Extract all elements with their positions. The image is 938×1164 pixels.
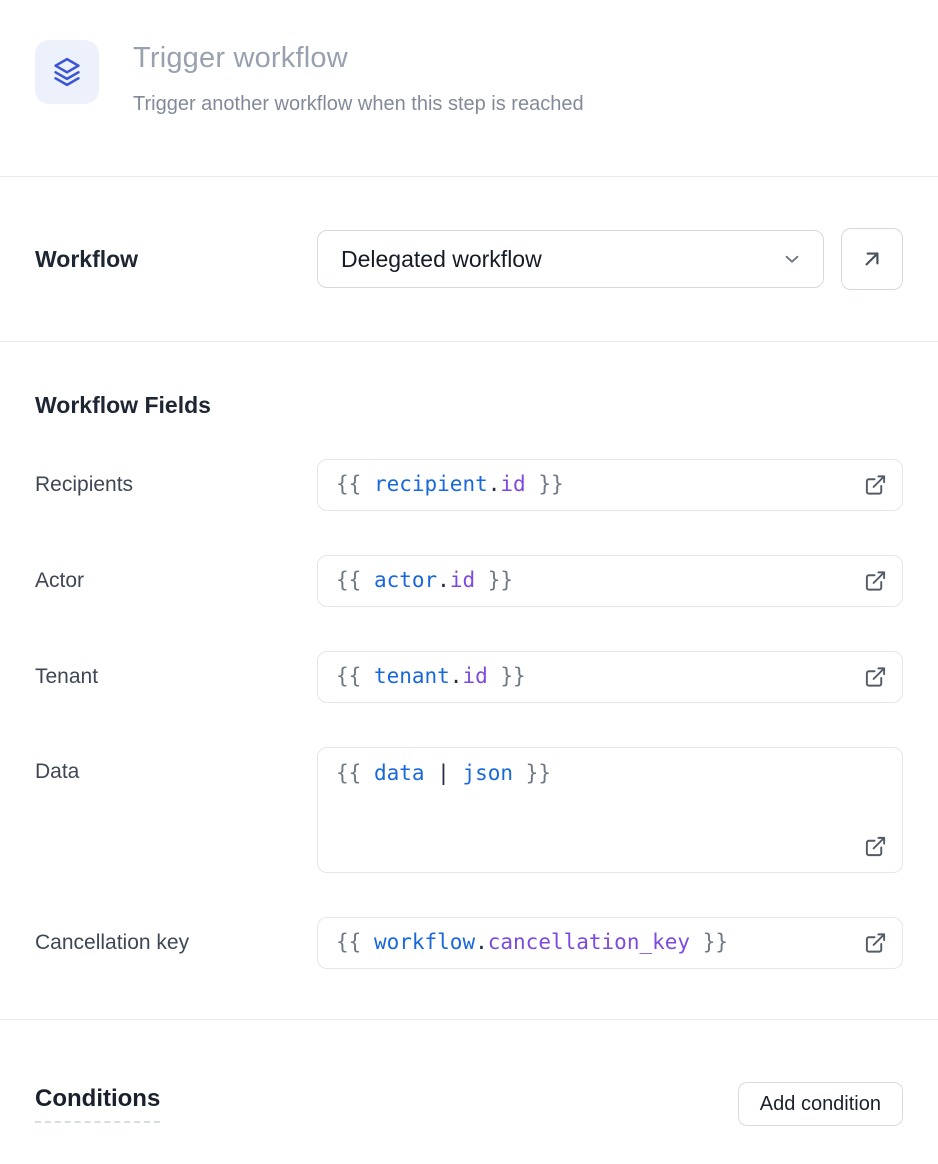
- external-link-icon[interactable]: [864, 474, 887, 497]
- step-subtitle: Trigger another workflow when this step …: [133, 93, 584, 116]
- stack-icon: [35, 40, 99, 104]
- field-template-input[interactable]: {{ actor.id }}: [317, 555, 903, 607]
- field-label: Recipients: [35, 473, 317, 497]
- step-title[interactable]: Trigger workflow: [133, 42, 584, 75]
- template-expression: {{ actor.id }}: [336, 568, 513, 593]
- step-header: Trigger workflow Trigger another workflo…: [0, 0, 938, 177]
- arrow-up-right-icon: [859, 246, 885, 272]
- external-link-icon[interactable]: [864, 932, 887, 955]
- workflow-field-row: Actor {{ actor.id }}: [35, 555, 903, 607]
- template-expression: {{ recipient.id }}: [336, 472, 564, 497]
- chevron-down-icon: [781, 248, 803, 270]
- workflow-select[interactable]: Delegated workflow: [317, 230, 824, 288]
- field-label: Data: [35, 747, 317, 784]
- field-template-input[interactable]: {{ recipient.id }}: [317, 459, 903, 511]
- workflow-label: Workflow: [35, 246, 317, 273]
- conditions-heading: Conditions: [35, 1085, 160, 1123]
- field-template-input[interactable]: {{ workflow.cancellation_key }}: [317, 917, 903, 969]
- field-label: Actor: [35, 569, 317, 593]
- trigger-workflow-step-panel: Trigger workflow Trigger another workflo…: [0, 0, 938, 1126]
- step-header-text: Trigger workflow Trigger another workflo…: [133, 40, 584, 116]
- workflow-fields-section: Workflow Fields Recipients {{ recipient.…: [0, 342, 938, 1020]
- field-template-input[interactable]: {{ tenant.id }}: [317, 651, 903, 703]
- add-condition-button[interactable]: Add condition: [738, 1082, 903, 1126]
- field-label: Cancellation key: [35, 931, 317, 955]
- external-link-icon[interactable]: [864, 835, 887, 858]
- workflow-field-row: Data {{ data | json }}: [35, 747, 903, 873]
- template-expression: {{ data | json }}: [336, 761, 551, 786]
- workflow-field-row: Recipients {{ recipient.id }}: [35, 459, 903, 511]
- conditions-section: Conditions Add condition: [0, 1020, 938, 1126]
- selected-workflow: Delegated workflow: [341, 246, 542, 273]
- workflow-fields-heading: Workflow Fields: [35, 392, 903, 419]
- external-link-icon[interactable]: [864, 666, 887, 689]
- template-expression: {{ workflow.cancellation_key }}: [336, 930, 728, 955]
- open-workflow-button[interactable]: [841, 228, 903, 290]
- external-link-icon[interactable]: [864, 570, 887, 593]
- workflow-field-row: Cancellation key {{ workflow.cancellatio…: [35, 917, 903, 969]
- workflow-fields-list: Recipients {{ recipient.id }} Actor {{ a…: [35, 459, 903, 969]
- template-expression: {{ tenant.id }}: [336, 664, 526, 689]
- field-template-input[interactable]: {{ data | json }}: [317, 747, 903, 873]
- workflow-selector-row: Workflow Delegated workflow: [0, 177, 938, 342]
- workflow-field-row: Tenant {{ tenant.id }}: [35, 651, 903, 703]
- field-label: Tenant: [35, 665, 317, 689]
